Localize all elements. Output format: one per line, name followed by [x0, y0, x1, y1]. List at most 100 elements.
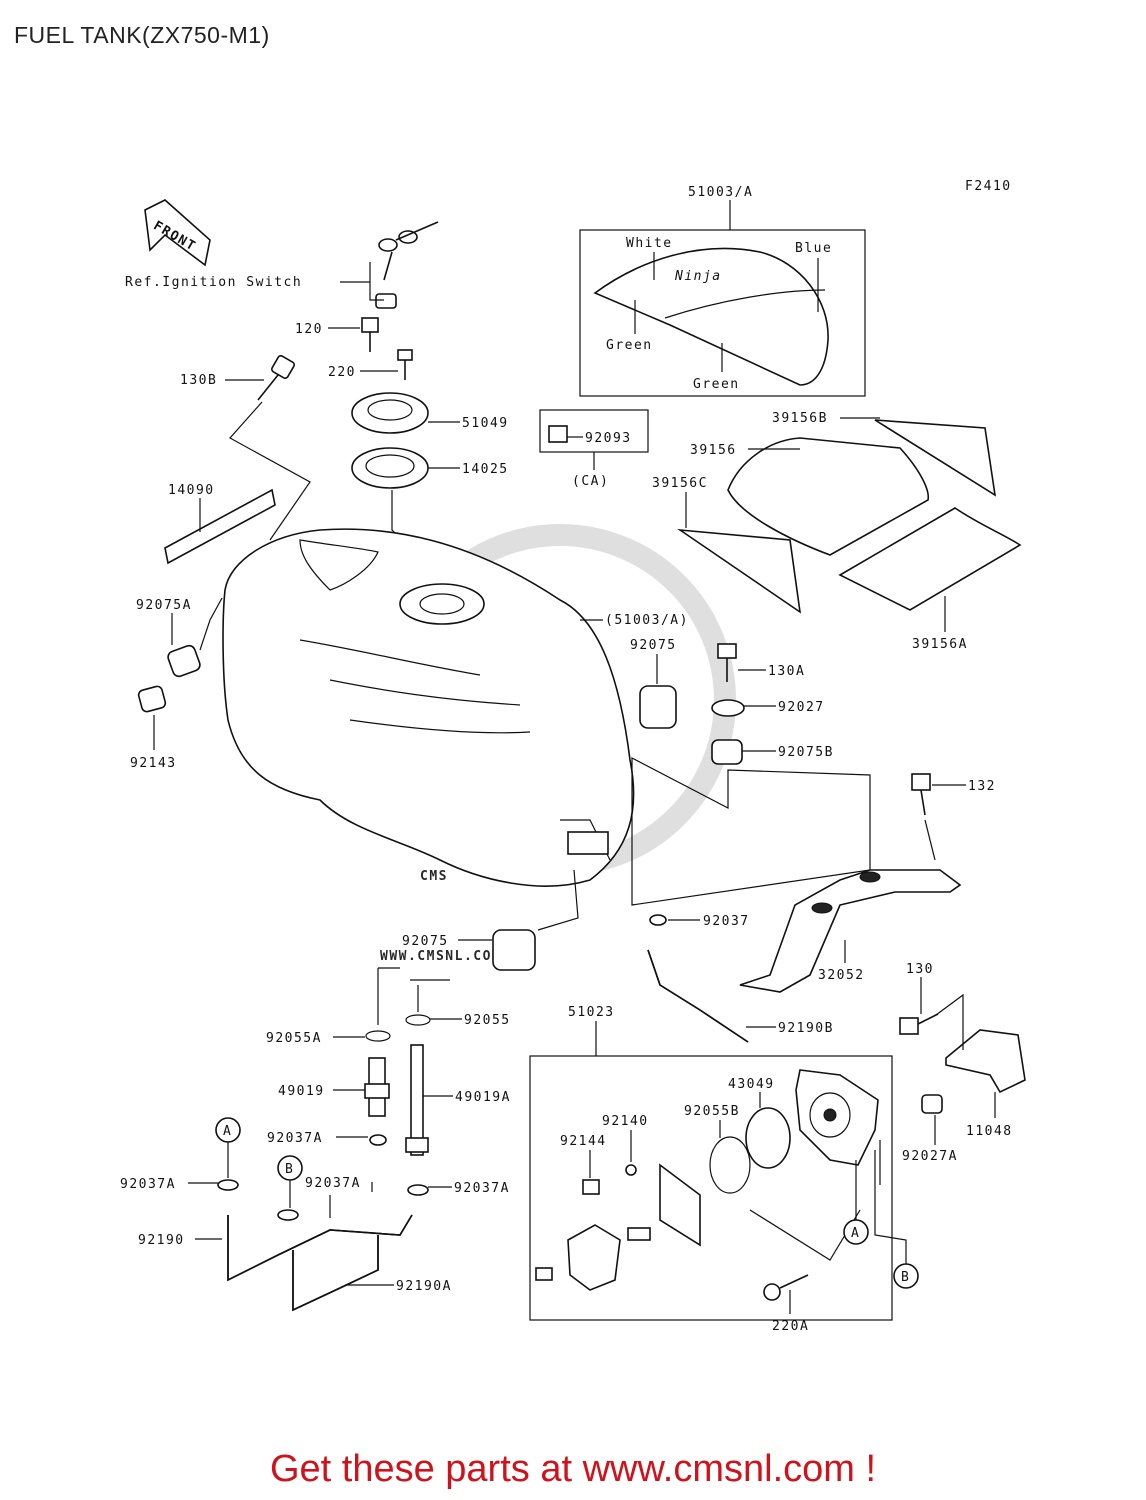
gasket-43049-icon	[745, 1107, 791, 1169]
strip-14090	[164, 488, 276, 565]
front-arrow-icon: FRONT	[144, 199, 211, 267]
knee-pad-39156a	[838, 507, 1022, 611]
bolt-130b-icon	[257, 355, 295, 401]
clip-92037a-2-icon	[217, 1179, 239, 1191]
part-label-92027a: 92027A	[902, 1149, 958, 1164]
part-label-39156b: 39156B	[772, 411, 828, 426]
spring-92144-icon	[582, 1179, 600, 1195]
fuel-cap-51049-icon	[351, 392, 429, 434]
part-label-92075a: 92075A	[136, 598, 192, 613]
watermark-brand: CMS	[420, 869, 448, 884]
part-label-92037a-3: 92037A	[454, 1181, 510, 1196]
part-label-92037: 92037	[703, 914, 750, 929]
part-label-220: 220	[328, 365, 356, 380]
part-label-92037a-1: 92037A	[267, 1131, 323, 1146]
damper-92075-top-icon	[639, 685, 677, 729]
part-label-92190: 92190	[138, 1233, 185, 1248]
decal-color-blue: Blue	[795, 241, 832, 256]
part-label-130a: 130A	[768, 664, 805, 679]
plate-92140-icon	[625, 1163, 701, 1247]
part-label-51003a: 51003/A	[688, 185, 753, 200]
knee-pad-39156	[727, 437, 929, 556]
lever-knob-icon	[535, 1224, 651, 1291]
part-label-51049: 51049	[462, 416, 509, 431]
clip-92037a-1-icon	[369, 1134, 387, 1146]
knee-pad-39156b	[874, 419, 997, 497]
part-label-130: 130	[906, 962, 934, 977]
bolt-130-icon	[899, 1013, 939, 1035]
callout-a-left: A	[215, 1117, 241, 1143]
svg-text:B: B	[285, 1162, 294, 1177]
bracket-11048-icon	[945, 1029, 1026, 1094]
part-label-39156c: 39156C	[652, 476, 708, 491]
part-label-92140: 92140	[602, 1114, 649, 1129]
part-label-51023: 51023	[568, 1005, 615, 1020]
hose-92190b-icon	[647, 949, 749, 1043]
part-label-49019: 49019	[278, 1084, 325, 1099]
part-label-92055b: 92055B	[684, 1104, 740, 1119]
hose-92190-icon	[227, 1214, 413, 1282]
callout-a-right: A	[843, 1219, 869, 1245]
part-label-49019a: 49019A	[455, 1090, 511, 1105]
decal-graphic	[593, 247, 829, 386]
grommet-92075b-icon	[711, 739, 743, 765]
part-label-120: 120	[295, 322, 323, 337]
bolt-132-icon	[911, 773, 931, 816]
part-label-92037a-4: 92037A	[305, 1176, 361, 1191]
part-label-130b: 130B	[180, 373, 217, 388]
svg-text:A: A	[223, 1124, 232, 1139]
pipe-49019a-icon	[405, 1044, 429, 1156]
part-label-39156a: 39156A	[912, 637, 968, 652]
part-label-92055: 92055	[464, 1013, 511, 1028]
collar-92143-icon	[137, 685, 167, 713]
svg-text:A: A	[851, 1226, 860, 1241]
svg-text:B: B	[901, 1270, 910, 1285]
decal-color-white: White	[626, 236, 673, 251]
part-label-132: 132	[968, 779, 996, 794]
part-label-43049: 43049	[728, 1077, 775, 1092]
decal-color-green-bottom: Green	[693, 377, 740, 392]
bracket-32052-icon	[739, 869, 962, 993]
part-label-92190a: 92190A	[396, 1279, 452, 1294]
part-label-92055a: 92055A	[266, 1031, 322, 1046]
o-ring-92055a-icon	[365, 1030, 391, 1042]
part-label-92144: 92144	[560, 1134, 607, 1149]
bolt-130a-icon	[717, 643, 737, 682]
clip-92037a-3-icon	[407, 1184, 429, 1196]
bolt-120-icon	[361, 317, 379, 352]
part-label-92093: 92093	[585, 431, 632, 446]
footer-cta-link[interactable]: Get these parts at www.cmsnl.com !	[269, 1448, 877, 1490]
part-label-11048: 11048	[966, 1124, 1013, 1139]
screw-220a-icon	[763, 1274, 809, 1301]
collar-92027a-icon	[921, 1094, 943, 1114]
decal-color-green-left: Green	[606, 338, 653, 353]
callout-b-right: B	[893, 1263, 919, 1289]
grommet-92075a-icon	[167, 644, 201, 678]
part-label-92027: 92027	[778, 700, 825, 715]
washer-92027-icon	[711, 699, 745, 717]
clip-92037-icon	[649, 914, 667, 926]
part-label-51003a-tank: (51003/A)	[605, 613, 689, 628]
nut-92093-icon	[548, 425, 568, 443]
part-label-92075b: 92075B	[778, 745, 834, 760]
callout-b-left: B	[277, 1155, 303, 1181]
page-title: FUEL TANK(ZX750-M1)	[14, 22, 270, 48]
o-ring-92055-icon	[405, 1014, 431, 1026]
part-label-32052: 32052	[818, 968, 865, 983]
part-label-92037a-2: 92037A	[120, 1177, 176, 1192]
clip-92037a-4-icon	[277, 1209, 299, 1221]
part-label-14025: 14025	[462, 462, 509, 477]
decal-logo-text: Ninja	[674, 269, 722, 284]
ignition-key-icon	[375, 221, 439, 309]
damper-92075-bottom-icon	[492, 929, 536, 971]
ca-label: (CA)	[572, 474, 609, 489]
part-label-14090: 14090	[168, 483, 215, 498]
fuel-tank-icon	[222, 528, 635, 887]
figure-code: F2410	[965, 179, 1012, 194]
part-label-39156: 39156	[690, 443, 737, 458]
fuel-cock-body-icon	[795, 1069, 879, 1166]
watermark-url: WWW.CMSNL.COM	[380, 949, 501, 964]
part-label-92075-bottom: 92075	[402, 934, 449, 949]
o-ring-92055b-icon	[709, 1136, 751, 1194]
